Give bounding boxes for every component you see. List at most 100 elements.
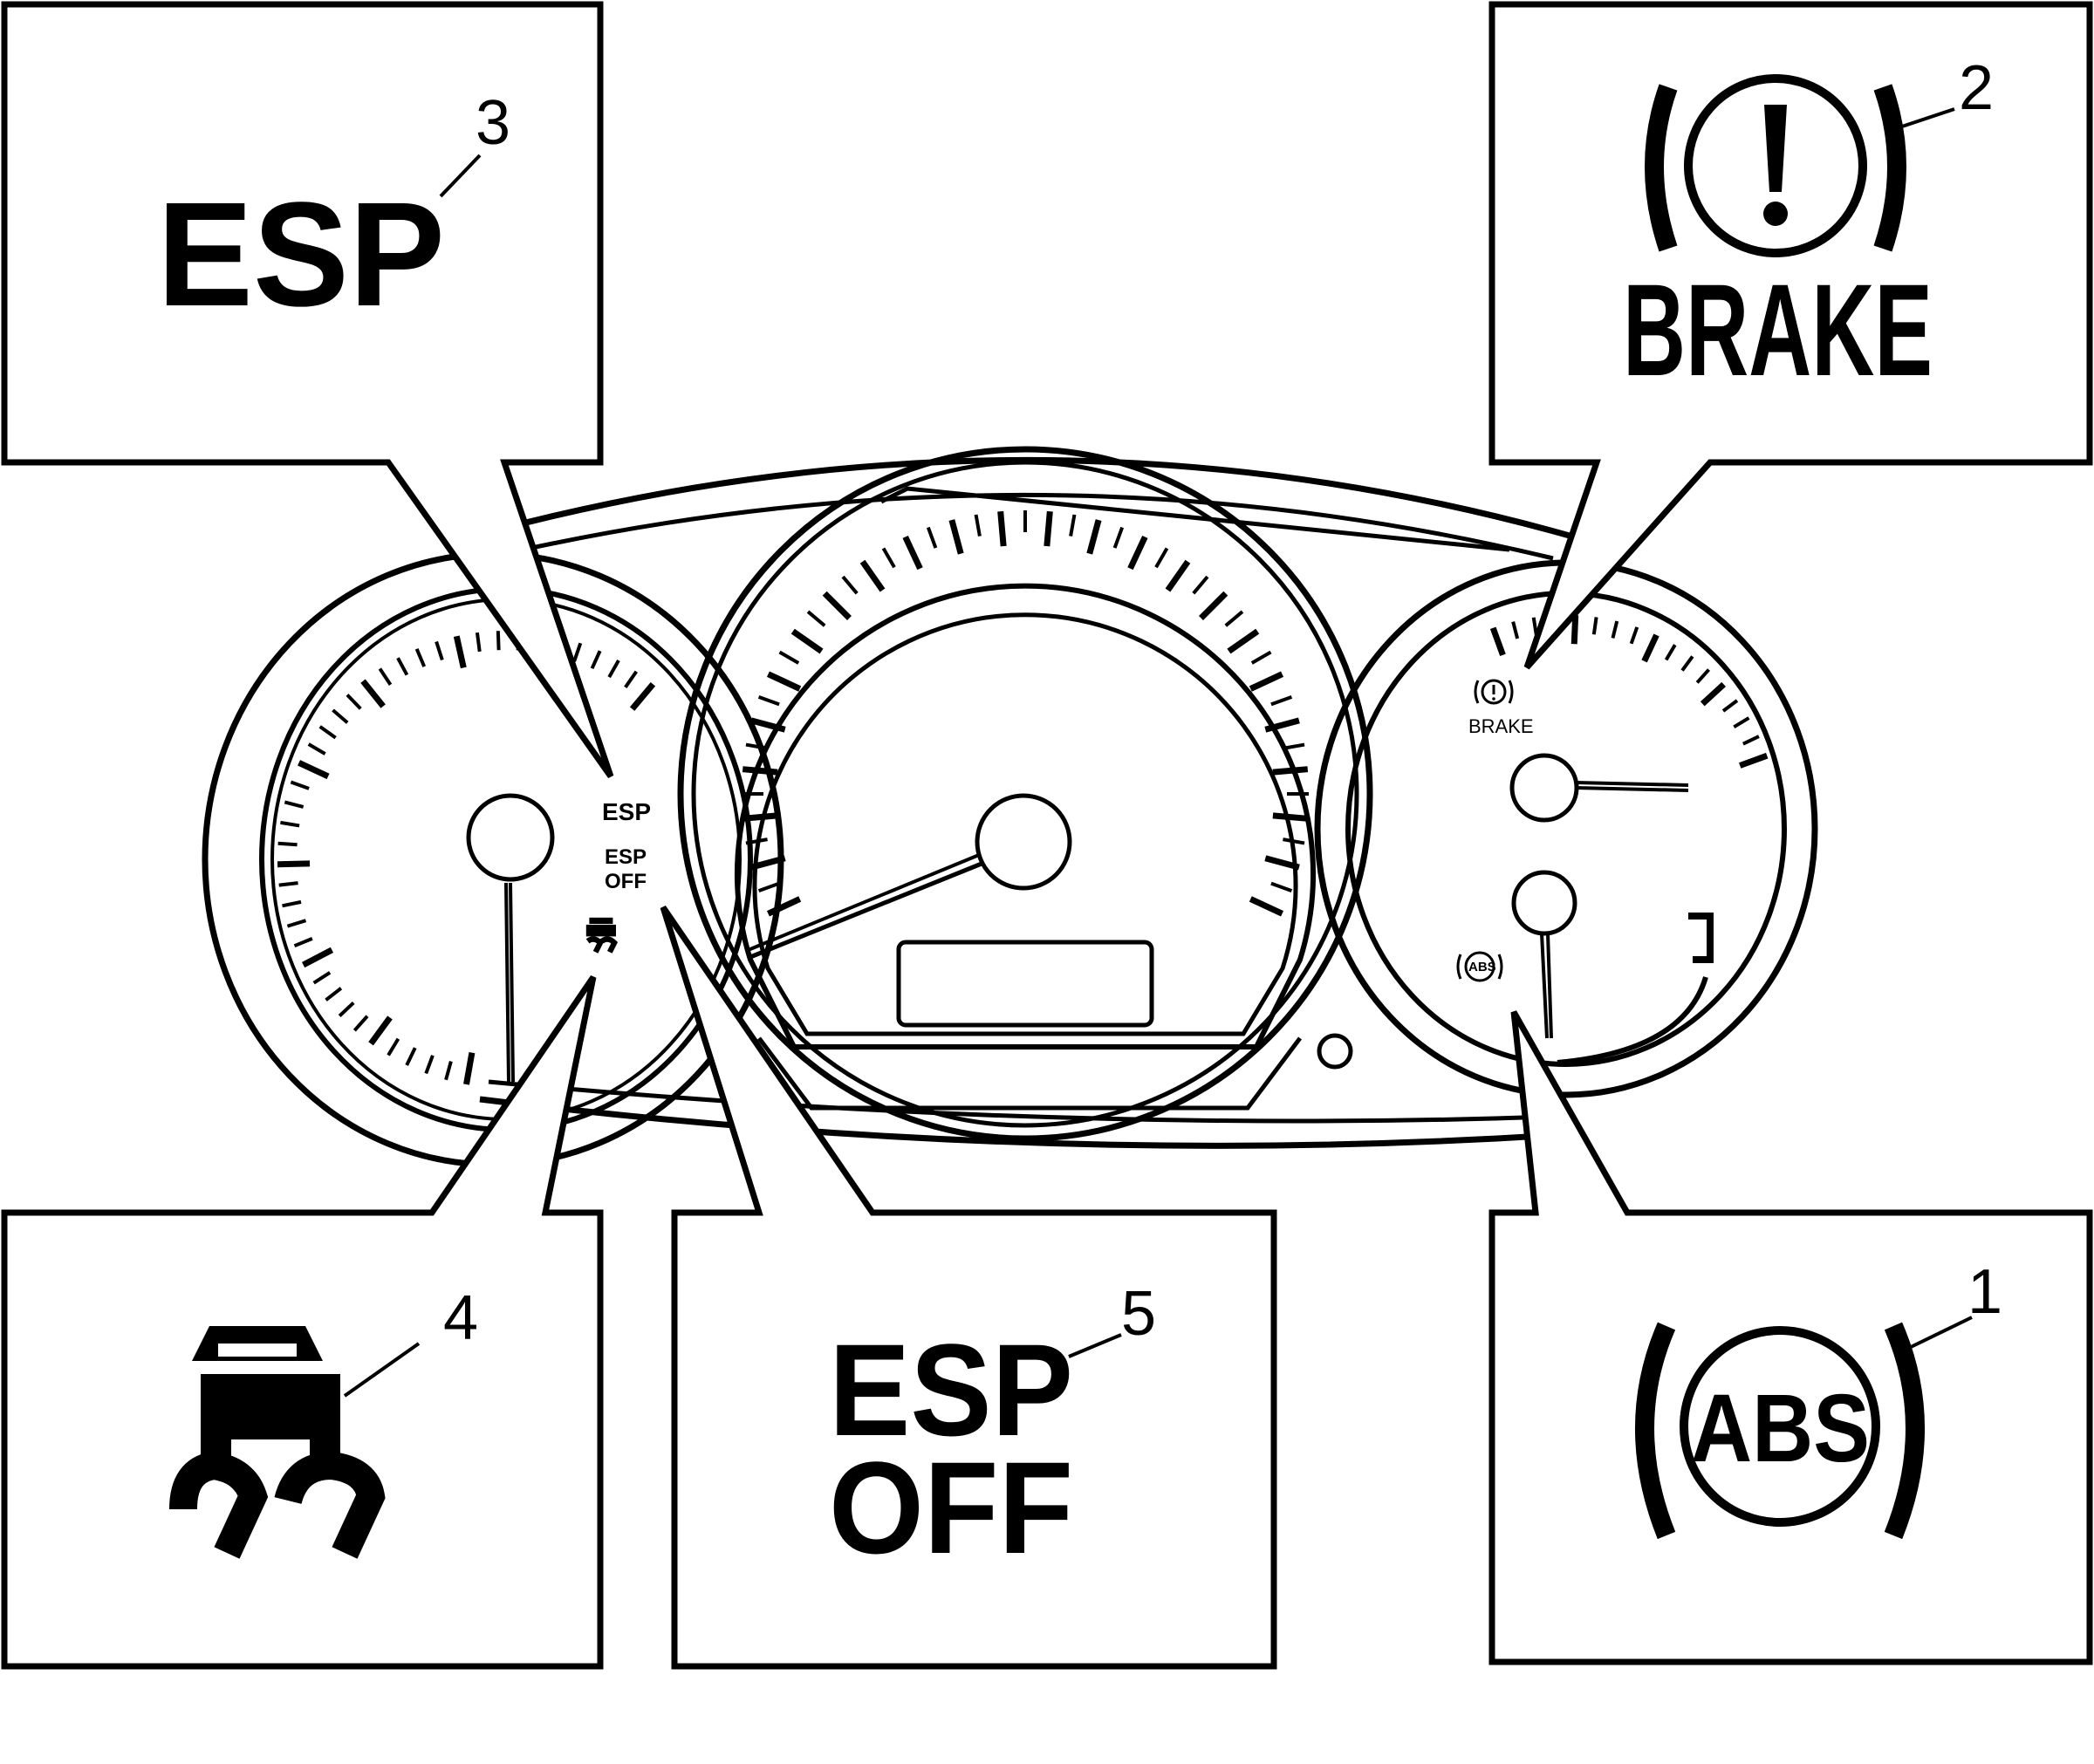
gauge-tick	[778, 650, 800, 665]
gauge-tick	[293, 937, 313, 948]
speedometer-hub	[975, 793, 1072, 891]
gauge-tick	[1270, 694, 1293, 707]
gauge-tick	[396, 657, 409, 676]
tachometer-hub	[466, 793, 555, 882]
gauge-tick	[1742, 735, 1760, 746]
instrument-cluster: ESP ESP OFF BRAKE ABS	[202, 446, 1818, 1168]
gauge-tick	[822, 591, 852, 620]
traction-skid-icon	[169, 1326, 386, 1559]
gauge-tick	[338, 1001, 355, 1017]
callout-traction: 4	[1, 975, 604, 1670]
gauge-tick	[475, 632, 482, 653]
gauge-tick	[750, 717, 786, 733]
gauge-tick	[757, 881, 780, 893]
gauge-tick	[1570, 615, 1579, 645]
gauge-tick	[280, 820, 300, 828]
cluster-brake-label: BRAKE	[1468, 715, 1534, 737]
gauge-tick	[902, 535, 923, 571]
gauge-tick	[1154, 547, 1169, 569]
callout-number-2: 2	[1959, 53, 1994, 123]
gauge-tick	[1283, 742, 1305, 750]
gauge-tick	[284, 800, 305, 809]
gauge-tick	[424, 1055, 435, 1075]
gauge-tick	[1283, 838, 1305, 845]
gauge-tick	[1044, 510, 1053, 547]
gauge-tick	[414, 648, 427, 667]
gauge-tick	[1272, 766, 1309, 776]
esp-off-icon-line1: ESP	[829, 1316, 1073, 1463]
callout-brake: BRAKE 2	[1488, 1, 2093, 670]
gauge-tick	[278, 881, 298, 887]
gauge-tick	[1739, 752, 1769, 769]
fuel-temp-gauge	[1314, 559, 1818, 1098]
gauge-tick	[1249, 896, 1284, 917]
callout-number-4: 4	[443, 1283, 478, 1353]
gauge-tick	[360, 679, 386, 708]
gauge-tick	[1199, 591, 1228, 620]
gauge-tick	[881, 547, 896, 569]
gauge-tick	[629, 682, 656, 711]
gauge-tick	[742, 812, 778, 822]
gauge-tick	[1270, 881, 1293, 893]
abs-label: ABS	[1691, 1375, 1870, 1482]
gauge-tick	[742, 766, 778, 776]
gauge-tick	[352, 1015, 369, 1032]
gauge-tick	[301, 947, 334, 968]
gauge-tick	[859, 559, 886, 592]
gauge-tick	[926, 526, 938, 549]
gauge-tick	[624, 670, 638, 688]
gauge-tick	[948, 519, 964, 555]
gauge-tick	[368, 1015, 393, 1046]
gauge-tick	[1721, 699, 1739, 713]
gauge-tick	[1086, 519, 1102, 555]
gauge-tick	[1664, 644, 1677, 661]
cluster-esp-off-line2: OFF	[605, 870, 647, 893]
gauge-tick	[1227, 628, 1260, 654]
gauge-tick	[1069, 514, 1077, 537]
gauge-tick	[1629, 626, 1639, 645]
gauge-tick	[312, 971, 332, 985]
tachometer-needle	[509, 882, 515, 1083]
gauge-tick	[841, 575, 859, 595]
gauge-tick	[806, 610, 826, 627]
gauge-tick	[1224, 610, 1244, 627]
gauge-tick	[1192, 575, 1209, 595]
gauge-tick	[1695, 668, 1711, 684]
gauge-tick	[1489, 626, 1506, 656]
temp-hub	[1511, 870, 1577, 936]
gauge-tick	[997, 510, 1007, 547]
speedometer-needle	[749, 861, 982, 960]
gauge-tick	[496, 631, 501, 651]
gauge-tick	[757, 694, 780, 707]
gauge-tick	[346, 694, 362, 710]
gauge-tick	[1591, 617, 1598, 635]
gauge-tick	[282, 899, 302, 908]
gauge-tick	[572, 642, 583, 662]
gauge-tick	[1272, 812, 1309, 822]
brake-warning-icon	[1645, 74, 1906, 257]
gauge-tick	[435, 640, 444, 661]
brake-label: BRAKE	[1623, 256, 1933, 403]
gauge-tick	[1641, 633, 1659, 663]
gauge-tick	[1264, 717, 1300, 733]
gauge-tick	[745, 838, 768, 845]
gauge-tick	[1733, 716, 1750, 728]
gauge-tick	[1700, 681, 1726, 707]
cluster-abs-label: ABS	[1468, 960, 1496, 974]
gauge-tick	[1112, 526, 1125, 549]
cluster-esp-label: ESP	[602, 798, 651, 825]
gauge-tick	[790, 628, 824, 654]
gauge-tick	[277, 860, 311, 868]
gauge-tick	[766, 896, 802, 917]
callout-esp: ESP 3	[1, 1, 614, 779]
gauge-tick	[974, 514, 982, 537]
gauge-tick	[607, 659, 620, 679]
gauge-tick	[307, 742, 326, 756]
callout-number-3: 3	[476, 88, 510, 158]
gauge-tick	[286, 919, 307, 928]
cluster-brake-icon: BRAKE	[1468, 679, 1534, 737]
gauge-tick	[387, 1037, 400, 1056]
gauge-tick	[745, 742, 768, 750]
gauge-tick	[1611, 620, 1619, 639]
